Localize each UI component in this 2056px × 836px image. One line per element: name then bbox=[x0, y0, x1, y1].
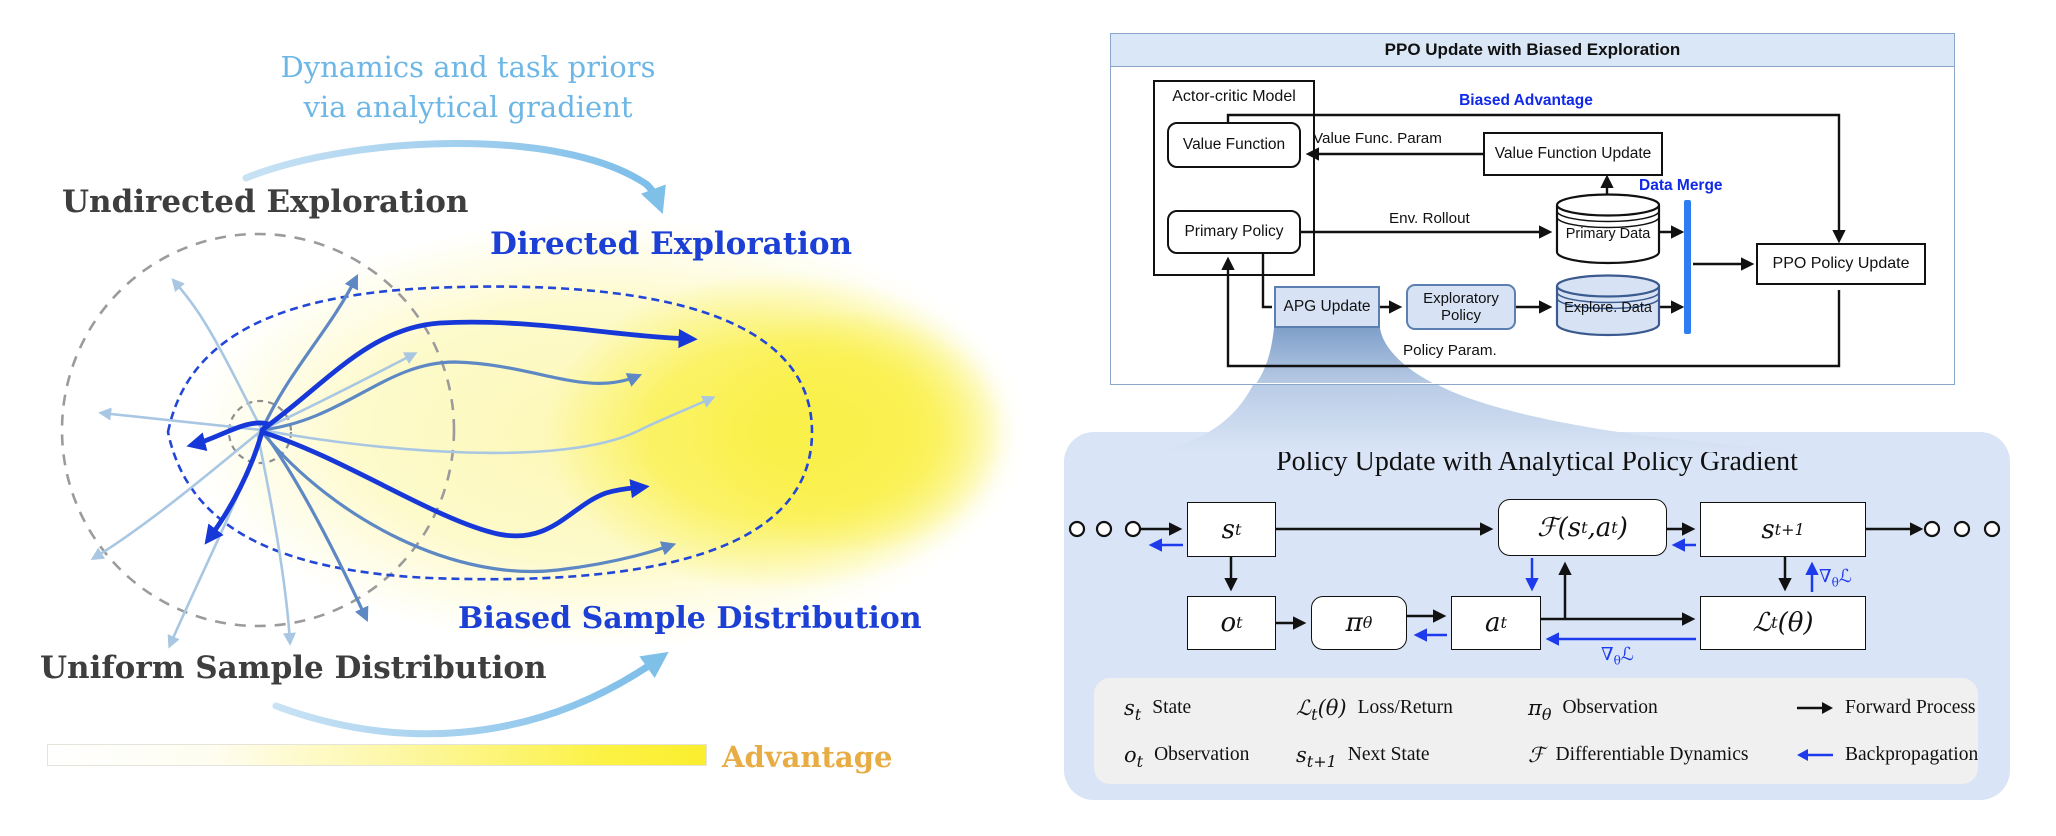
forward-edges bbox=[1141, 522, 1924, 630]
value-func-param-label: Value Func. Param bbox=[1313, 130, 1442, 147]
actor-critic-box: Actor-critic Model bbox=[1153, 80, 1315, 276]
directed-exploration-label: Directed Exploration bbox=[490, 226, 853, 262]
uniform-sample-label: Uniform Sample Distribution bbox=[40, 650, 547, 686]
directed-arrows bbox=[186, 319, 698, 545]
legend-item-dynamics: ℱ Differentiable Dynamics bbox=[1528, 742, 1749, 767]
ppo-policy-update-box: PPO Policy Update bbox=[1756, 243, 1926, 285]
legend-item-obs: ot Observation bbox=[1124, 742, 1250, 771]
legend-item-state: st State bbox=[1124, 695, 1192, 724]
origin-circle bbox=[227, 399, 293, 465]
annotation-line2: via analytical gradient bbox=[303, 90, 633, 124]
explore-data-label: Explore. Data bbox=[1564, 300, 1652, 316]
advantage-gradient-bar bbox=[47, 744, 707, 766]
top-swoosh-arrow bbox=[242, 140, 666, 214]
primary-data-label: Primary Data bbox=[1565, 226, 1651, 242]
legend-item-forward: Forward Process bbox=[1796, 697, 1978, 719]
ppo-flow-graphics bbox=[1221, 113, 1846, 383]
primary-policy-box: Primary Policy bbox=[1167, 210, 1301, 254]
legend-item-backprop: Backpropagation bbox=[1796, 744, 1978, 766]
undirected-exploration-label: Undirected Exploration bbox=[62, 184, 469, 220]
backprop-arrow-icon bbox=[1797, 748, 1833, 761]
primary-data-cylinder bbox=[1555, 193, 1661, 265]
timeline-circles bbox=[1068, 520, 2001, 538]
biased-sample-label: Biased Sample Distribution bbox=[458, 601, 922, 636]
value-function-update-box: Value Function Update bbox=[1483, 132, 1663, 176]
annotation-line1: Dynamics and task priors bbox=[280, 50, 656, 84]
policy-param-label: Policy Param. bbox=[1403, 342, 1497, 359]
apg-panel: Policy Update with Analytical Policy Gra… bbox=[1064, 432, 2010, 800]
advantage-glow bbox=[190, 218, 1030, 648]
legend-item-pi: πθ Observation bbox=[1528, 695, 1658, 724]
data-merge-bar bbox=[1684, 200, 1691, 334]
forward-arrow-icon bbox=[1797, 701, 1833, 714]
undirected-arrows bbox=[90, 278, 716, 649]
zoom-funnel bbox=[1158, 385, 1845, 452]
uniform-region-circle bbox=[60, 232, 456, 628]
data-merge-label: Data Merge bbox=[1639, 177, 1723, 194]
ppo-panel: PPO Update with Biased Exploration bbox=[1110, 33, 1955, 385]
ppo-edges bbox=[1221, 113, 1846, 368]
medium-arrows bbox=[260, 274, 677, 623]
apg-legend: st State ℒt(θ) Loss/Return πθ Observatio… bbox=[1094, 678, 1978, 784]
legend-item-loss: ℒt(θ) Loss/Return bbox=[1296, 695, 1453, 724]
legend-item-next-state: st+1 Next State bbox=[1296, 742, 1430, 771]
value-function-box: Value Function bbox=[1167, 122, 1301, 168]
ppo-panel-title: PPO Update with Biased Exploration bbox=[1111, 34, 1954, 67]
apg-flow-arrows bbox=[1068, 520, 2001, 646]
explore-data-cylinder bbox=[1555, 274, 1661, 337]
zoom-funnel-top bbox=[1256, 328, 1434, 383]
exploratory-policy-box: Exploratory Policy bbox=[1406, 284, 1516, 330]
grad-label-bottom: ∇θℒ bbox=[1601, 644, 1634, 668]
apg-update-box: APG Update bbox=[1274, 286, 1380, 328]
advantage-label: Advantage bbox=[722, 740, 893, 774]
env-rollout-label: Env. Rollout bbox=[1389, 210, 1470, 227]
biased-advantage-label: Biased Advantage bbox=[1459, 92, 1593, 109]
grad-label-right: ∇θℒ bbox=[1819, 566, 1852, 590]
exploration-illustration bbox=[60, 140, 1030, 738]
bottom-swoosh-arrow bbox=[272, 651, 669, 738]
biased-region-outline bbox=[166, 285, 814, 581]
backprop-edges bbox=[1148, 538, 1819, 646]
